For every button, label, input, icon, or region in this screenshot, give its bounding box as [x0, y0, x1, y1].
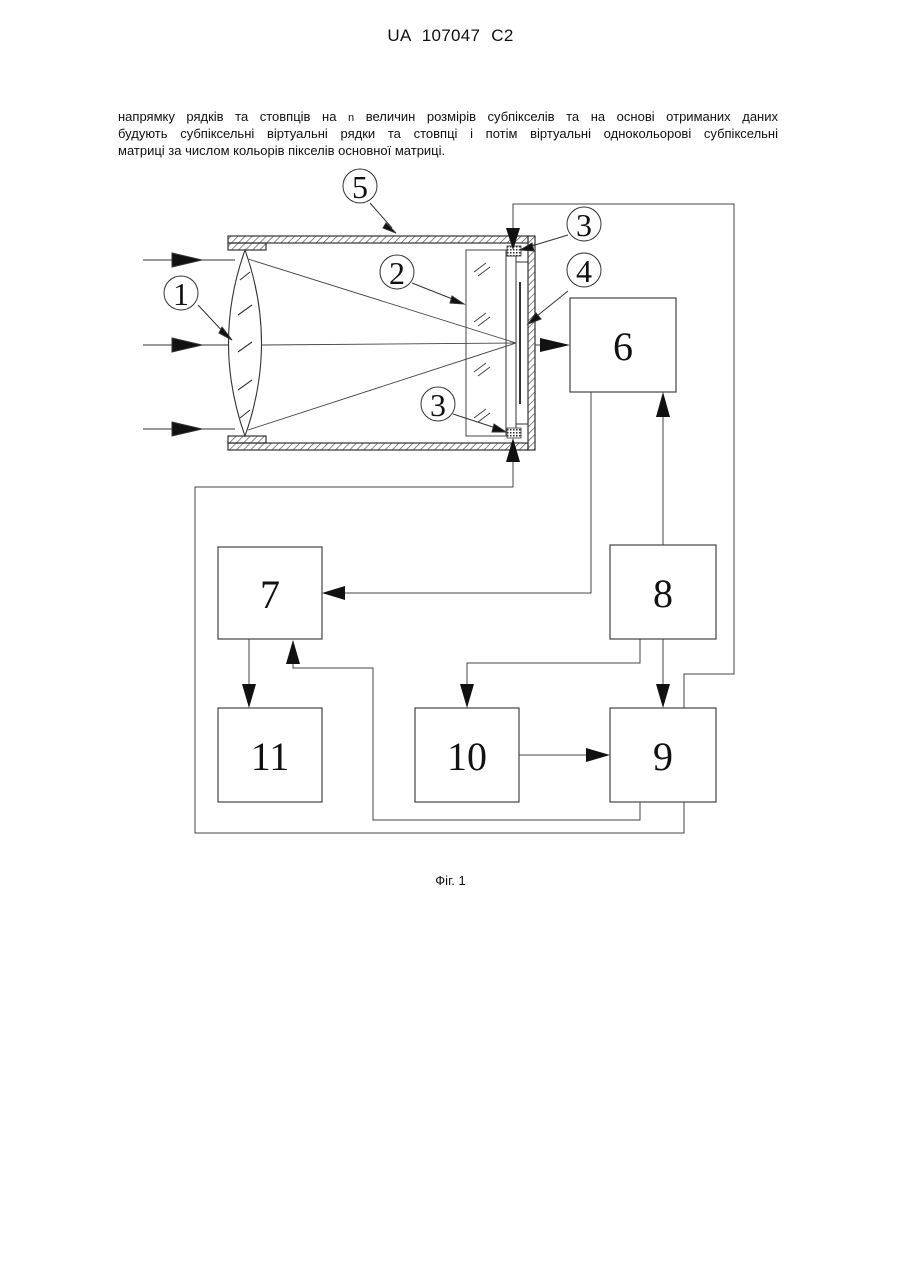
label-circle-1: 1	[164, 276, 198, 312]
svg-text:10: 10	[447, 734, 487, 779]
svg-text:2: 2	[389, 255, 405, 291]
svg-text:6: 6	[613, 324, 633, 369]
block-6: 6	[570, 298, 676, 392]
lens	[229, 250, 262, 436]
svg-text:9: 9	[653, 734, 673, 779]
block-10: 10	[415, 708, 519, 802]
label-circle-4: 4	[567, 253, 601, 289]
svg-text:11: 11	[251, 734, 290, 779]
label-circle-3-bottom: 3	[421, 387, 455, 423]
holder-bottom	[507, 428, 521, 438]
svg-text:3: 3	[576, 207, 592, 243]
svg-text:7: 7	[260, 572, 280, 617]
svg-text:4: 4	[576, 253, 592, 289]
block-11: 11	[218, 708, 322, 802]
holder-top	[507, 246, 521, 256]
label-circle-3-top: 3	[567, 207, 601, 243]
focused-rays	[248, 259, 516, 430]
figure-caption: Фіг. 1	[0, 873, 901, 888]
svg-text:3: 3	[430, 387, 446, 423]
block-7: 7	[218, 547, 322, 639]
label-circle-5: 5	[343, 169, 377, 205]
label-circle-2: 2	[380, 255, 414, 291]
svg-text:5: 5	[352, 169, 368, 205]
block-8: 8	[610, 545, 716, 639]
block-9: 9	[610, 708, 716, 802]
svg-text:8: 8	[653, 571, 673, 616]
svg-text:1: 1	[173, 276, 189, 312]
